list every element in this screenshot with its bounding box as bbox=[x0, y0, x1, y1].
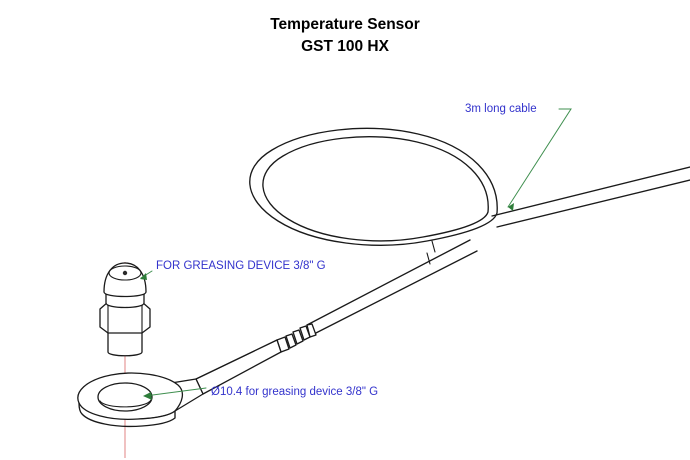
strain-relief-ring-3 bbox=[292, 329, 304, 345]
cable-run-edge-top bbox=[306, 239, 471, 326]
sensor-body-top-edge bbox=[195, 339, 278, 380]
leader-arrow-hole-diameter bbox=[143, 392, 152, 400]
cable-run-edge-bottom bbox=[309, 250, 478, 337]
cable-exit-edge-top bbox=[491, 166, 690, 217]
leader-line-cable-length bbox=[507, 108, 572, 208]
drawing-title: Temperature Sensor GST 100 HX bbox=[270, 16, 420, 55]
leader-hole-diameter: Ø10.4 for greasing device 3/8" G bbox=[143, 386, 378, 400]
cable-cross-break-2 bbox=[426, 252, 431, 265]
title-line-2: GST 100 HX bbox=[301, 38, 390, 55]
cable-loop bbox=[249, 127, 498, 246]
leader-line-hole-diameter bbox=[144, 387, 207, 397]
grease-nipple-thread bbox=[107, 326, 143, 357]
strain-relief-ring-4 bbox=[285, 333, 297, 349]
leader-arrow-greasing-thread bbox=[140, 273, 147, 280]
mounting-tab-front-edge bbox=[137, 410, 176, 420]
cable-exit-edge-bottom bbox=[496, 179, 690, 228]
grease-nipple-dome-top-ellipse bbox=[108, 265, 142, 281]
mounting-tab-hole bbox=[97, 382, 153, 412]
cable-cross-break-1 bbox=[431, 240, 436, 253]
annotation-cable-length: 3m long cable bbox=[465, 103, 537, 115]
leader-cable-length: 3m long cable bbox=[465, 103, 572, 211]
cable-loop-outer bbox=[249, 127, 498, 246]
mounting-tab-hole-depth bbox=[99, 399, 152, 408]
cable-exit-upper-right bbox=[491, 166, 690, 228]
leader-arrow-cable-length bbox=[508, 203, 514, 211]
annotation-greasing-thread: FOR GREASING DEVICE 3/8" G bbox=[156, 260, 326, 272]
grease-nipple bbox=[99, 262, 151, 357]
strain-relief bbox=[276, 323, 317, 353]
cable-loop-inner bbox=[262, 136, 489, 242]
mounting-tab-side-wall bbox=[78, 402, 176, 428]
leader-greasing-thread: FOR GREASING DEVICE 3/8" G bbox=[140, 260, 326, 280]
mounting-tab bbox=[77, 372, 184, 428]
grease-nipple-center-dot bbox=[122, 270, 128, 276]
annotation-hole-diameter: Ø10.4 for greasing device 3/8" G bbox=[211, 386, 378, 398]
strain-relief-ring-2 bbox=[299, 325, 311, 341]
title-line-1: Temperature Sensor bbox=[270, 16, 420, 33]
cable-run-to-sensor bbox=[306, 239, 478, 337]
